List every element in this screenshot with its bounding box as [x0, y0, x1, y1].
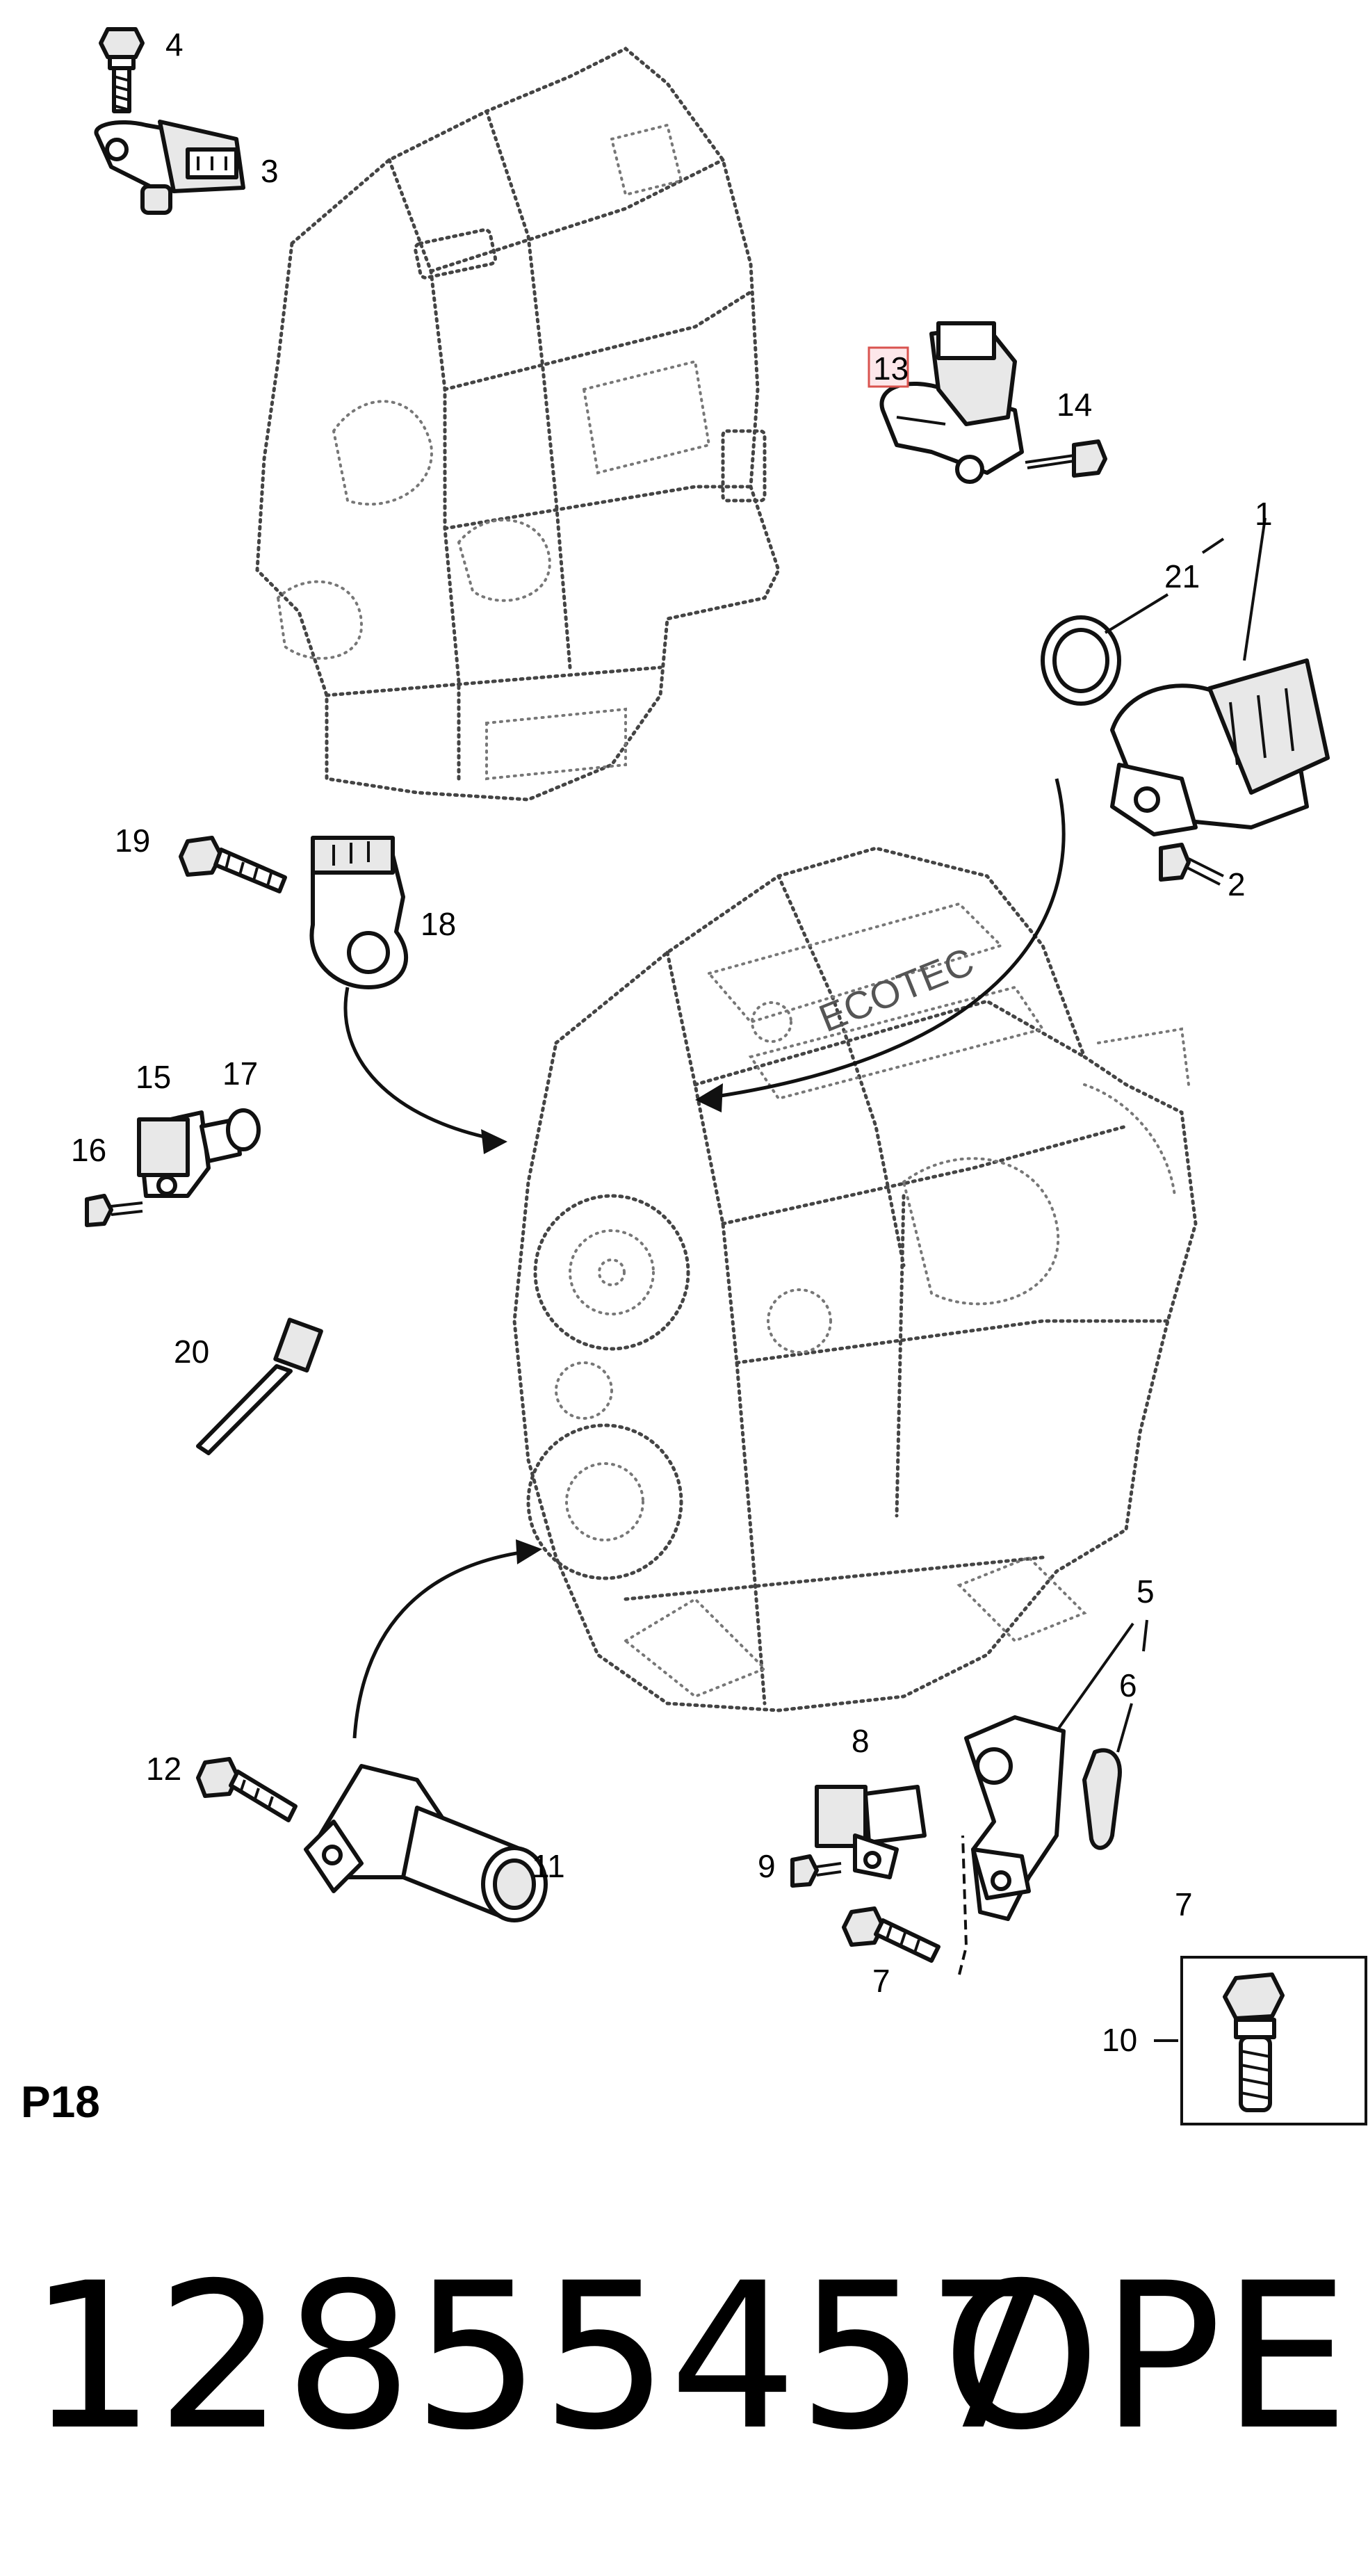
part-18-sensor	[309, 836, 409, 989]
arrow-knock-sensor	[343, 987, 501, 1142]
callout-7: 7	[872, 1963, 890, 1999]
part-number: 12855457	[28, 2240, 1054, 2474]
highlight-box-13	[868, 346, 909, 388]
part-19-bolt	[179, 836, 287, 893]
callout-labels: 4 3 13 14 1 21 2 19 18 15 17 16 20 5 6 8…	[71, 26, 1273, 2058]
part-12-bolt	[196, 1757, 298, 1822]
arrowhead-icon	[481, 1129, 507, 1154]
callout-16: 16	[71, 1132, 106, 1168]
part-15-sensor	[137, 1110, 242, 1198]
part-20-sensor	[196, 1318, 323, 1455]
part-4-bolt	[99, 27, 145, 113]
callout-5: 5	[1137, 1573, 1155, 1610]
lower-engine-illustration: ECOTEC	[512, 846, 1198, 1712]
callout-17: 17	[222, 1055, 258, 1092]
section-label: P18	[21, 2077, 100, 2127]
callout-3: 3	[261, 153, 279, 189]
brand-name: OPEL	[942, 2240, 1368, 2474]
callout-20: 20	[174, 1334, 209, 1370]
arrowhead-icon	[695, 1083, 723, 1112]
callout-15: 15	[136, 1059, 171, 1095]
part-13-sensor	[879, 321, 1024, 484]
leader-lines	[1055, 517, 1267, 2042]
part-21-oring	[1041, 615, 1121, 706]
callout-12: 12	[146, 1751, 181, 1787]
callout-14: 14	[1057, 387, 1092, 423]
part-14-bolt	[1025, 439, 1107, 478]
callout-4: 4	[165, 26, 184, 63]
callout-13: 13	[873, 350, 909, 387]
callout-18: 18	[421, 906, 456, 942]
part-1-sensor	[1110, 658, 1330, 836]
callout-6: 6	[1119, 1667, 1137, 1703]
part-9-bolt	[790, 1854, 842, 1888]
callout-10: 10	[1102, 2022, 1137, 2058]
callout-1: 1	[1255, 496, 1273, 532]
part-7-bolt	[842, 1835, 968, 1975]
part-11-sensor	[304, 1764, 548, 1922]
arrowhead-icon	[516, 1539, 542, 1564]
part-5-bracket	[964, 1715, 1066, 1921]
arrow-camshaft-sensor	[701, 778, 1066, 1101]
part-3-sensor	[94, 120, 245, 215]
arrow-crankshaft-sensor	[352, 1548, 536, 1739]
part-16-bolt	[85, 1194, 143, 1227]
part-8-sensor	[815, 1785, 927, 1879]
part-2-bolt	[1159, 843, 1224, 886]
callout-19: 19	[115, 823, 150, 859]
engine-logo: ECOTEC	[813, 939, 979, 1041]
part-6-gasket	[1082, 1748, 1122, 1850]
flow-arrows	[343, 778, 1066, 1739]
part-17-oring	[226, 1108, 261, 1151]
part-10-bolt	[1223, 1972, 1285, 2112]
upper-engine-illustration	[255, 47, 781, 802]
callout-7-detail: 7	[1175, 1886, 1193, 1922]
callout-2: 2	[1228, 866, 1246, 902]
callout-11: 11	[532, 1848, 565, 1884]
callout-21: 21	[1164, 558, 1200, 594]
callout-8: 8	[852, 1723, 870, 1759]
callout-9: 9	[758, 1848, 776, 1884]
